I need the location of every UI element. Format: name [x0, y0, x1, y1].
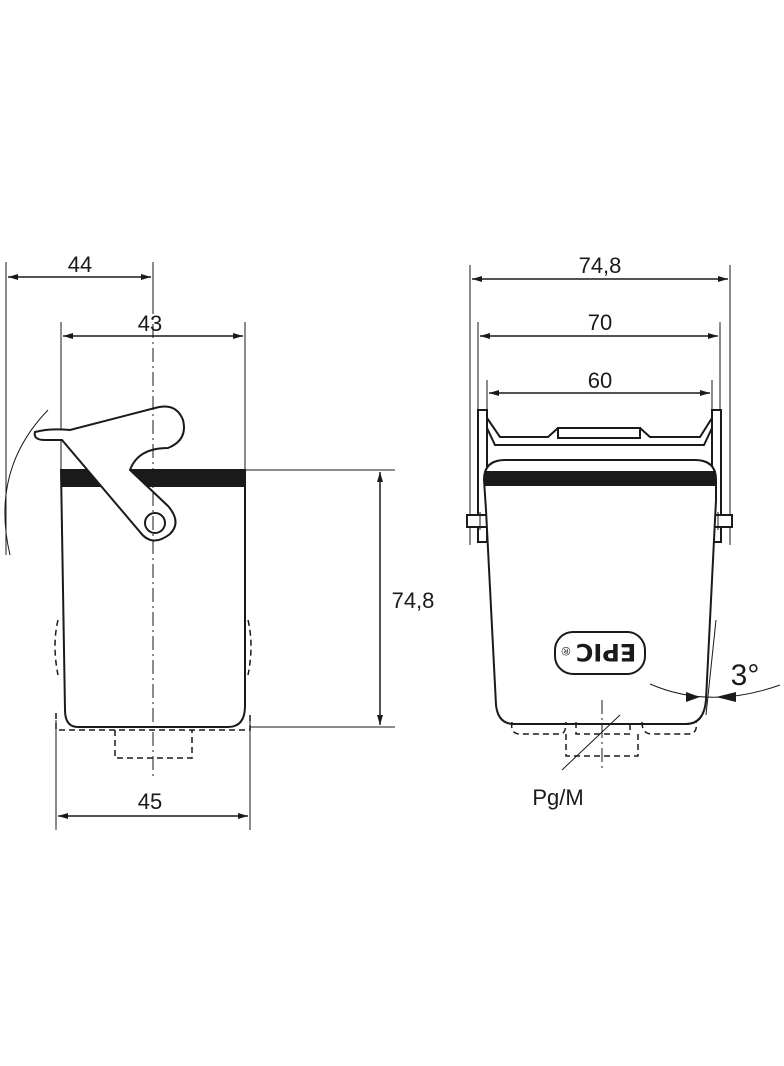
dim-label-60: 60 — [588, 368, 612, 393]
dim-label-70: 70 — [588, 310, 612, 335]
locking-lever — [33, 405, 185, 542]
logo-plate — [554, 631, 646, 675]
lever-grip — [557, 427, 641, 439]
angle-label: 3° — [731, 659, 760, 692]
front-view: EPIC ® 74,8 70 60 3° Pg/M — [466, 253, 781, 810]
swing-arc — [4, 409, 49, 556]
lever-pivot — [144, 512, 166, 534]
hidden-gland — [510, 721, 567, 735]
dim-label-45: 45 — [138, 789, 162, 814]
angle-ref-line — [705, 619, 717, 716]
angle-arrow — [716, 692, 736, 702]
thread-leader — [561, 714, 621, 771]
thread-label: Pg/M — [532, 785, 583, 810]
hidden-bulge — [247, 619, 252, 676]
hidden-gland-thread — [565, 734, 639, 757]
hidden-gland — [641, 721, 698, 735]
hidden-flange — [55, 713, 251, 731]
dim-label-height: 74,8 — [392, 588, 435, 613]
hidden-gland — [575, 722, 631, 735]
hidden-bulge — [54, 619, 59, 676]
seal-band — [484, 471, 716, 486]
logo-mark: ® — [561, 644, 570, 658]
dim-label-43: 43 — [138, 311, 162, 336]
logo-text: EPIC — [576, 638, 637, 666]
dim-label-74-8: 74,8 — [579, 253, 622, 278]
side-view: 44 43 74,8 45 — [4, 252, 435, 830]
dim-label-44: 44 — [68, 252, 92, 277]
angle-arrow — [686, 692, 700, 702]
hidden-gland — [114, 730, 193, 759]
housing-body — [482, 459, 717, 725]
angle-arc — [649, 683, 781, 698]
